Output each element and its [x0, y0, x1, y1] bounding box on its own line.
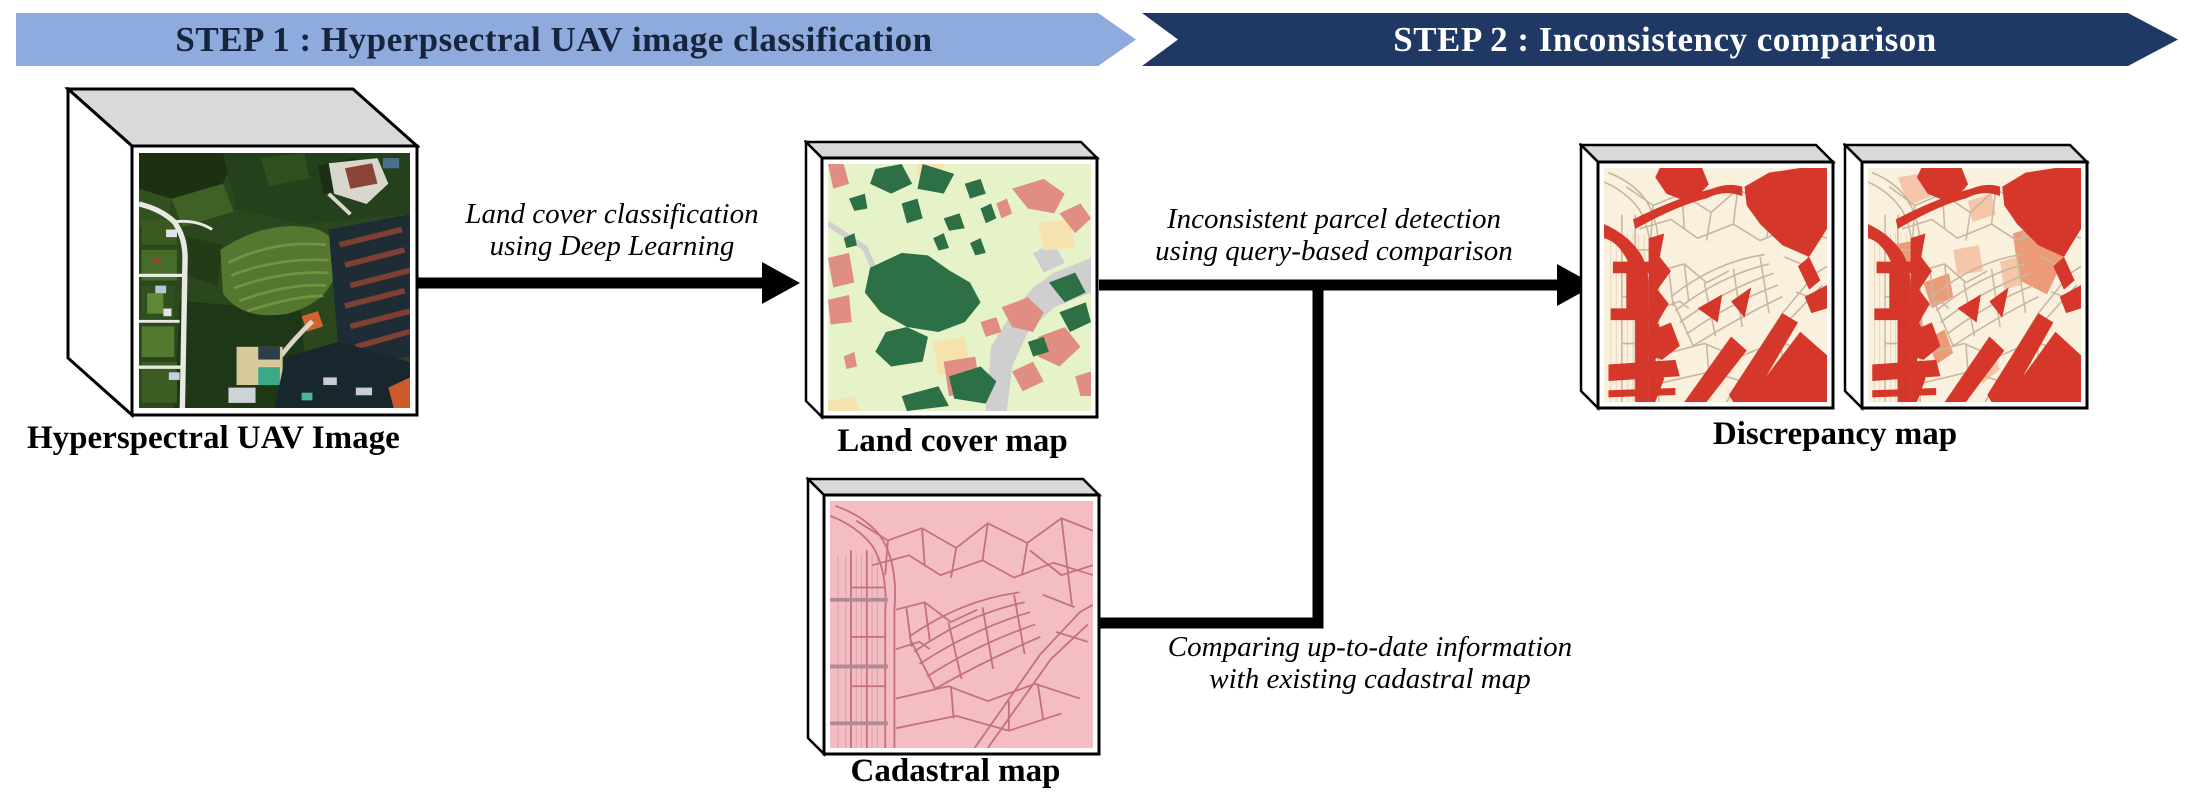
arrow-classification-icon — [417, 262, 800, 304]
panel-left-face — [1843, 143, 1864, 411]
landcover-image — [828, 164, 1091, 411]
panel-top-face — [1843, 143, 2091, 164]
panel-left-face — [804, 140, 824, 420]
discrepancy-panel-1 — [1579, 143, 1837, 411]
hyperspectral-label: Hyperspectral UAV Image — [27, 420, 400, 456]
cadastral-image — [830, 501, 1093, 748]
step1-banner: STEP 1 : Hyperpsectral UAV image classif… — [16, 13, 1136, 66]
annotation-classification: Land cover classification using Deep Lea… — [465, 198, 759, 263]
panel-left-face — [806, 477, 826, 757]
panel-left-face — [1579, 143, 1600, 411]
cadastral-label: Cadastral map — [850, 753, 1061, 789]
hyperspectral-cube — [64, 87, 420, 419]
cadastral-connector-line — [1099, 285, 1324, 629]
step2-banner-label: STEP 2 : Inconsistency comparison — [1393, 19, 1937, 59]
discrepancy-image-1 — [1604, 168, 1827, 402]
arrow-comparison-icon — [1099, 264, 1595, 306]
panel-top-face — [1579, 143, 1837, 164]
step1-banner-label: STEP 1 : Hyperpsectral UAV image classif… — [175, 19, 933, 59]
annotation-comparison: Inconsistent parcel detection using quer… — [1155, 203, 1513, 268]
discrepancy-image-2 — [1868, 168, 2081, 402]
landcover-label: Land cover map — [837, 423, 1068, 459]
cadastral-panel — [806, 477, 1102, 757]
cube-left-face — [66, 87, 134, 419]
discrepancy-label: Discrepancy map — [1712, 416, 1958, 452]
annotation-cadastral-note: Comparing up-to-date information with ex… — [1167, 631, 1573, 696]
landcover-panel — [804, 140, 1100, 420]
panel-top-face — [804, 140, 1100, 160]
aerial-image — [139, 153, 410, 408]
panel-top-face — [806, 477, 1102, 497]
discrepancy-panel-2 — [1843, 143, 2091, 411]
step2-banner: STEP 2 : Inconsistency comparison — [1142, 13, 2178, 66]
